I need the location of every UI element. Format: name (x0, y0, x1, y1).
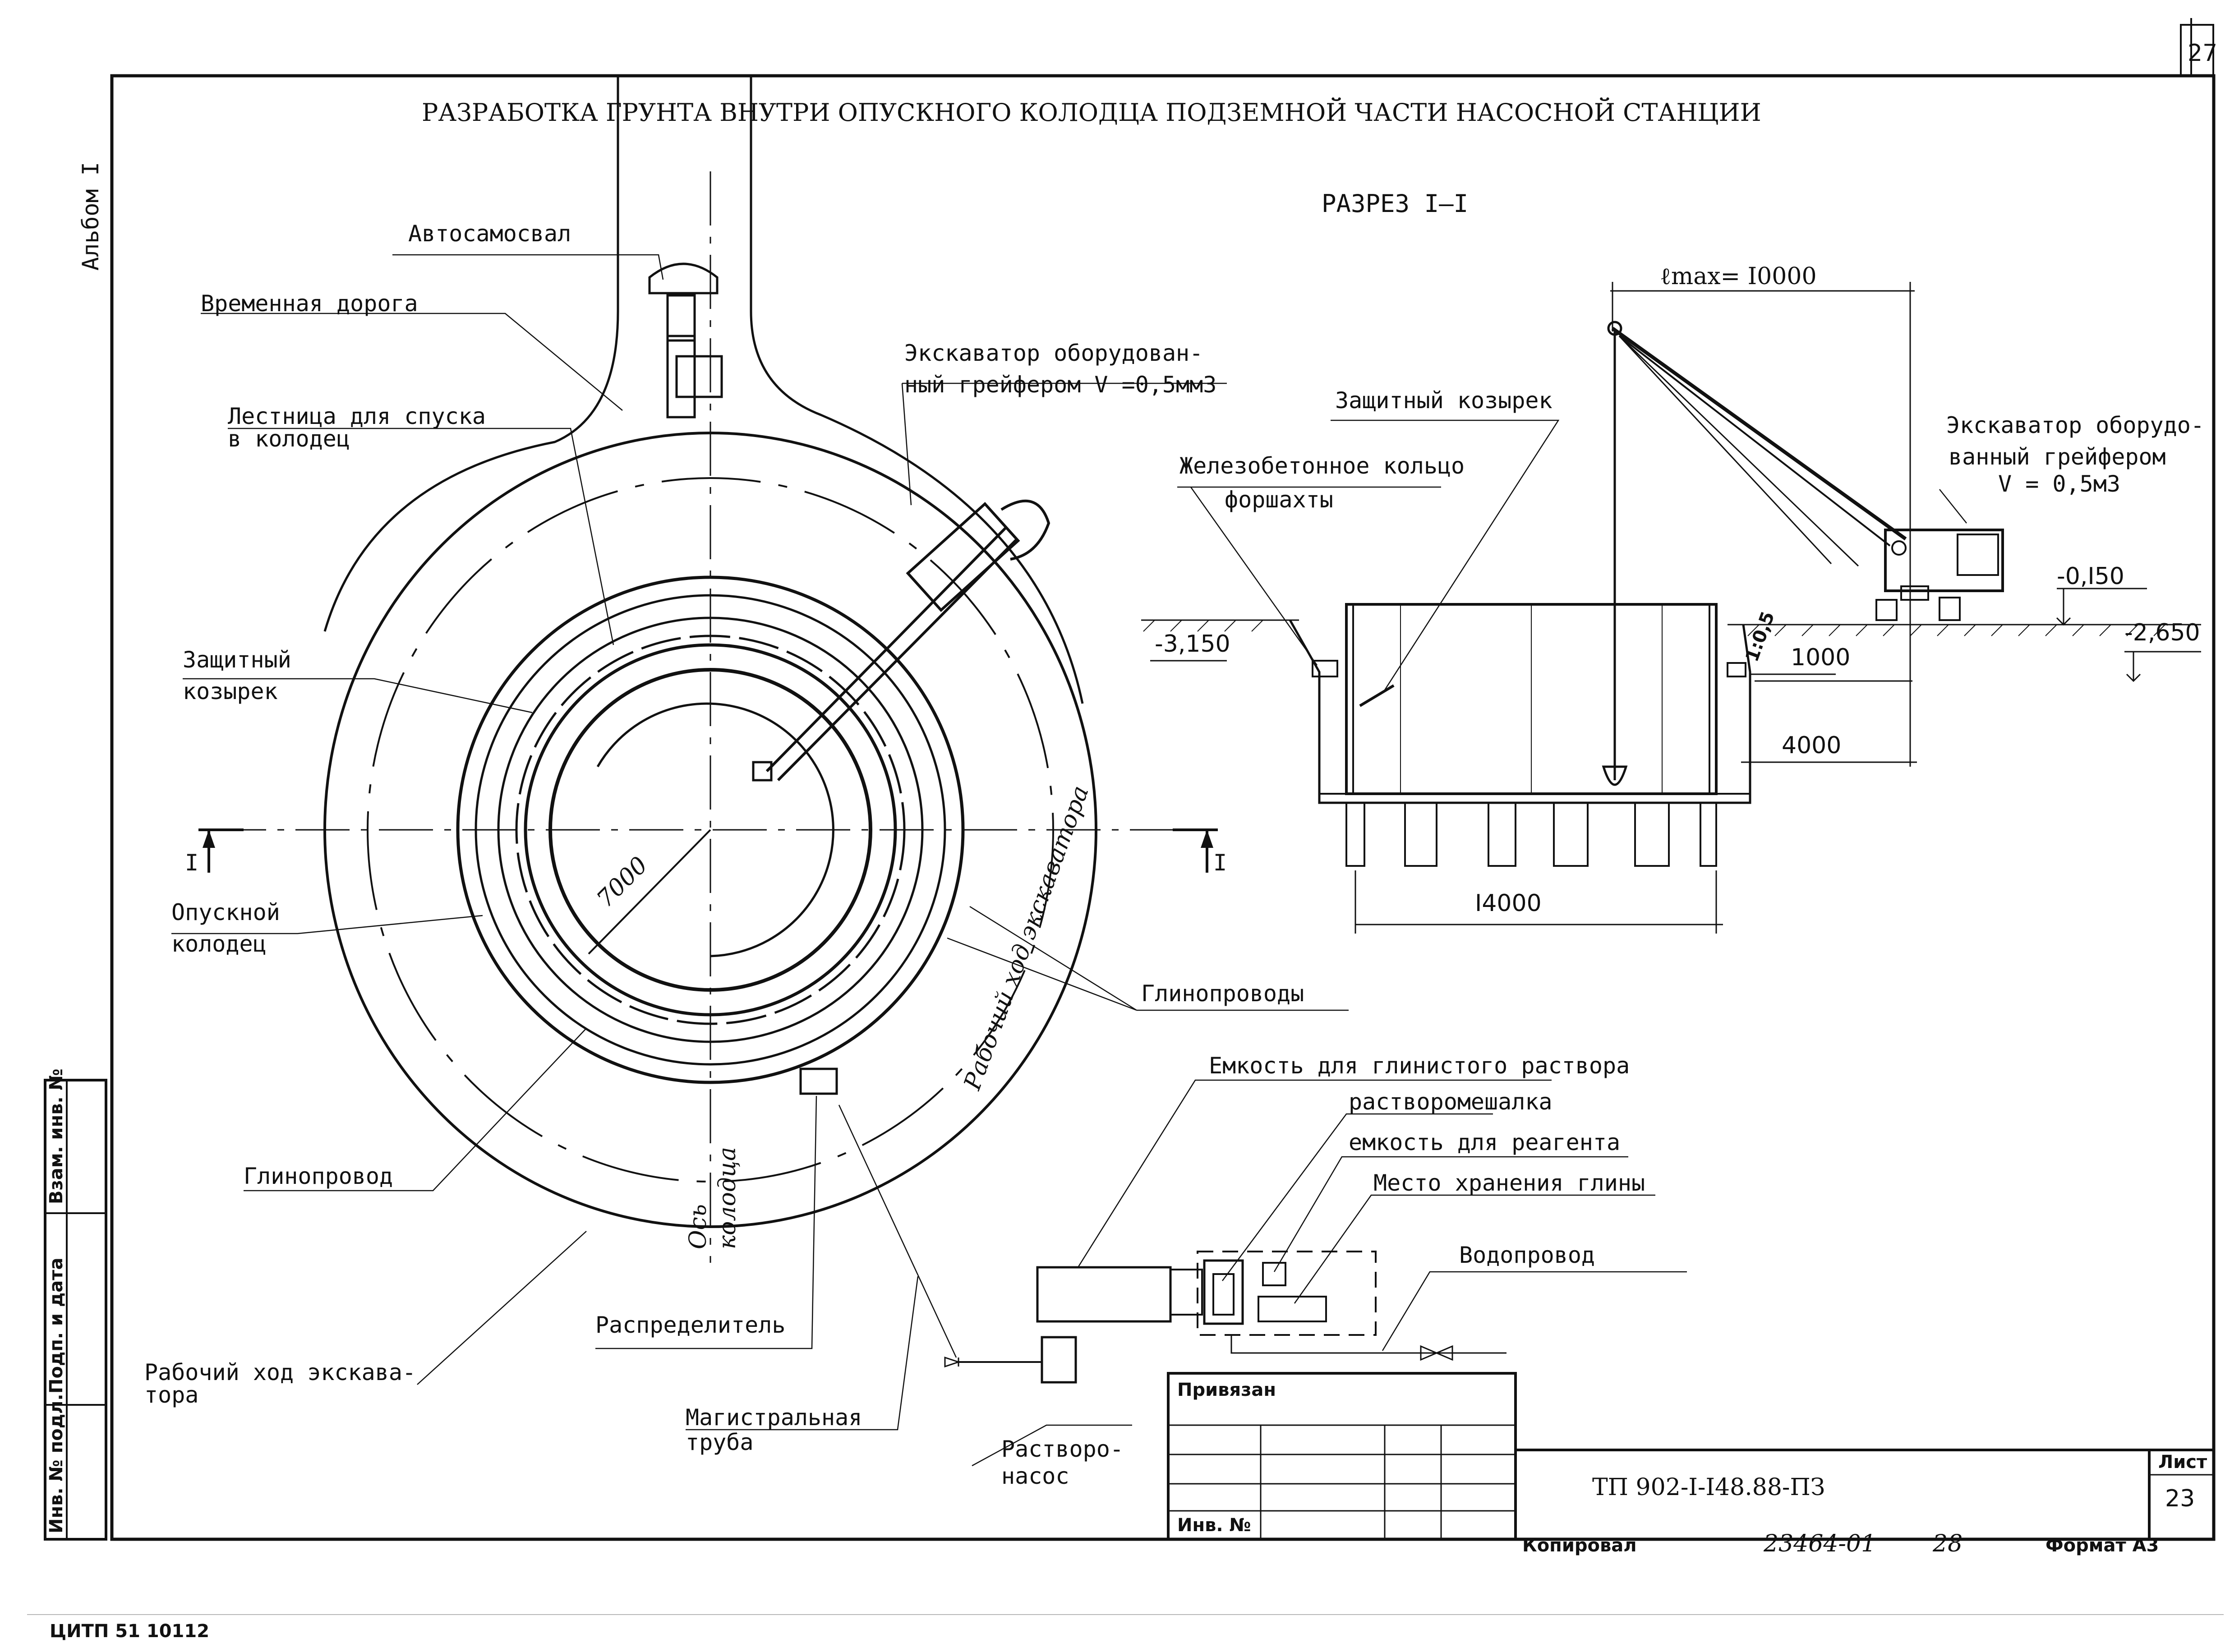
stamp-sheet-number: 23 (2165, 1485, 2195, 1512)
label-distributor: Распределитель (595, 1312, 785, 1338)
label-section-excavator-3: V = 0,5м3 (1998, 471, 2120, 497)
label-lmax: ℓmax= I0000 (1660, 263, 1817, 290)
title-block (1167, 1372, 2214, 1541)
side-stamp-replaced-inv: Взам. инв. № (46, 1068, 67, 1204)
label-section-visor: Защитный козырек (1335, 387, 1553, 414)
label-axis-2: колодца (714, 1147, 741, 1249)
label-main-pipe-1: Магистральная (686, 1404, 862, 1431)
label-visor-2: козырек (183, 678, 278, 704)
stamp-doc-code: ТП 902-I-I48.88-ПЗ (1592, 1474, 1825, 1501)
side-stamp-inv-original: Инв. № подл. (46, 1394, 67, 1533)
level-265: -2,650 (2124, 619, 2200, 646)
label-arc-work-path: Рабочий ход экскаватора (958, 782, 1094, 1094)
label-water-pipe: Водопровод (1459, 1242, 1595, 1268)
label-ring-2: форшахты (1225, 487, 1333, 513)
label-section-excavator-2: ванный грейфером (1949, 444, 2166, 470)
stamp-hand-page: 28 (1932, 1530, 1963, 1557)
label-clay-tank: Емкость для глинистого раствора (1209, 1053, 1630, 1079)
side-stamp-sign-date: Подп. и дата (46, 1258, 67, 1394)
label-ladder-2: в колодец (228, 426, 350, 452)
label-clay-pipe: Глинопровод (244, 1163, 393, 1189)
label-section-right: I (1213, 850, 1227, 876)
dim-14000: I4000 (1475, 890, 1542, 917)
mixer (1203, 1259, 1244, 1325)
album-label: Альбом I (78, 162, 104, 271)
sheet-frame (27, 18, 2224, 1615)
dump-truck (648, 262, 723, 419)
clay-storage (1258, 1296, 1327, 1322)
mortar-plant (944, 1251, 1506, 1384)
label-clay-storage: Место хранения глины (1373, 1170, 1645, 1196)
label-temp-road: Временная дорога (201, 290, 418, 317)
excavator-plan (752, 499, 1050, 782)
excavator-section (1875, 529, 2004, 621)
section-leaders (1177, 419, 1967, 690)
dim-1000: 1000 (1791, 644, 1850, 671)
plant-leaders (1077, 1079, 1687, 1351)
label-work-path-2: тора (144, 1382, 198, 1408)
label-caisson-2: колодец (171, 931, 267, 957)
label-section-excavator-1: Экскаватор оборудо- (1946, 412, 2204, 438)
sheet-title: РАЗРАБОТКА ГРУНТА ВНУТРИ ОПУСКНОГО КОЛОД… (422, 97, 1761, 127)
plan-leaders (171, 254, 1349, 1467)
label-main-pipe-2: труба (686, 1429, 754, 1455)
label-reagent: емкость для реагента (1349, 1129, 1620, 1155)
label-ring-1: Железобетонное кольцо (1179, 453, 1465, 479)
stamp-copied: Копировал (1522, 1535, 1637, 1556)
page-number: 27 (2188, 40, 2217, 67)
label-mortar-pump-2: насос (1001, 1463, 1069, 1489)
dim-4000: 4000 (1782, 732, 1841, 759)
plan-view (198, 76, 1218, 1263)
label-axis-1: Ось (685, 1204, 712, 1249)
label-caisson-1: Опускной (171, 899, 280, 925)
label-excavator-plan-1: Экскаватор оборудован- (904, 340, 1203, 366)
label-ladder-1: Лестница для спуска (228, 403, 486, 429)
label-dump-truck: Автосамосвал (408, 221, 571, 247)
section-title: РАЗРЕЗ I–I (1322, 189, 1468, 218)
label-excavator-plan-2: ный грейфером V =0,5мм3 (904, 372, 1216, 398)
stamp-tied: Привязан (1177, 1380, 1276, 1400)
label-section-left: I (185, 850, 198, 876)
label-visor-1: Защитный (183, 647, 291, 673)
label-clay-pipes: Глинопроводы (1141, 980, 1304, 1007)
stamp-format: Формат А3 (2046, 1535, 2159, 1556)
mortar-pump (1041, 1336, 1077, 1384)
stamp-sheet-label: Лист (2158, 1452, 2207, 1473)
level-015: -0,I50 (2057, 563, 2124, 590)
reagent-tank (1262, 1262, 1286, 1286)
clay-tank (1036, 1266, 1172, 1323)
level-315: -3,150 (1155, 630, 1230, 658)
slope-mark: 1:0,5 (1741, 609, 1778, 665)
stamp-hand-number: 23464-01 (1763, 1530, 1876, 1557)
stamp-inv: Инв. № (1177, 1515, 1251, 1536)
label-radius: 7000 (592, 851, 653, 913)
label-work-path-1: Рабочий ход экскава- (144, 1359, 416, 1385)
section-view (1141, 282, 2201, 934)
distributor-block (799, 1068, 838, 1095)
side-stamp (44, 1079, 107, 1541)
printer-mark: ЦИТП 51 10112 (50, 1621, 209, 1642)
label-mortar-pump-1: Растворо- (1001, 1436, 1124, 1462)
label-mixer: растворомешалка (1349, 1089, 1553, 1115)
